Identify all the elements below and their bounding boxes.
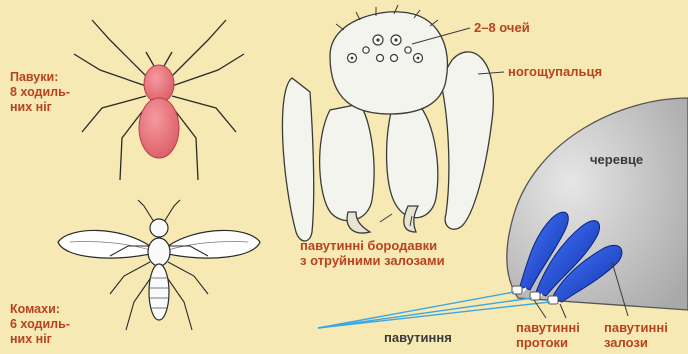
spinning-ducts-label-line1: павутинні — [516, 320, 580, 335]
spider-head-closeup — [282, 12, 493, 241]
insects-label-line1: Комахи: — [10, 302, 70, 317]
insects-label: Комахи: 6 ходиль- них ніг — [10, 302, 70, 346]
insects-label-line2: 6 ходиль- — [10, 317, 70, 332]
spinning-ducts-label: павутинні протоки — [516, 320, 580, 351]
web-label: павутиння — [384, 330, 452, 345]
spider-abdomen — [139, 98, 179, 158]
silk-glands-label-line1: павутинні — [604, 320, 668, 335]
spiders-label-line2: 8 ходиль- — [10, 85, 70, 100]
spinnerets-label-line1: павутинні бородавки — [300, 238, 445, 253]
spiders-label-line3: них ніг — [10, 100, 70, 115]
abdomen-label: черевце — [590, 152, 643, 167]
silk-glands-label: павутинні залози — [604, 320, 668, 351]
eyes-label: 2–8 очей — [474, 20, 530, 35]
spinning-ducts-label-line2: протоки — [516, 335, 580, 350]
spiders-label-line1: Павуки: — [10, 70, 70, 85]
spider-cephalothorax — [144, 65, 174, 103]
spinnerets-label: павутинні бородавки з отруйними залозами — [300, 238, 445, 269]
spinnerets-label-line2: з отруйними залозами — [300, 253, 445, 268]
pedipalps-label: ногощупальця — [508, 64, 602, 79]
silk-glands-label-line2: залози — [604, 335, 668, 350]
spiders-label: Павуки: 8 ходиль- них ніг — [10, 70, 70, 114]
insects-label-line3: них ніг — [10, 332, 70, 347]
fly-icon — [58, 200, 260, 330]
